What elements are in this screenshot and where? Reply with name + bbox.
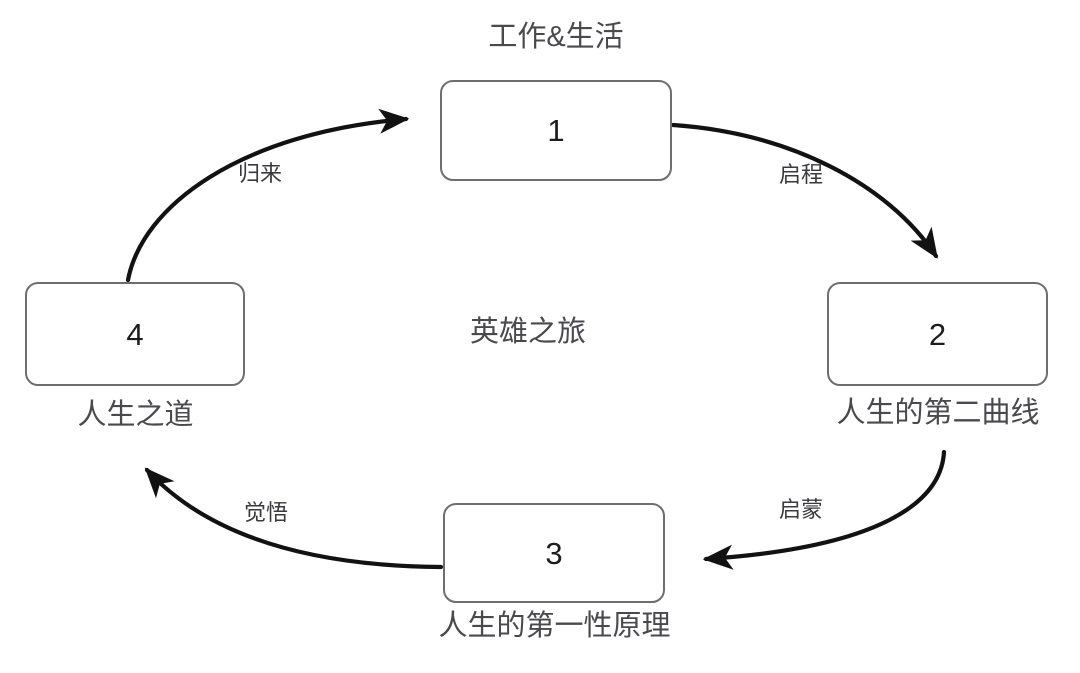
node-number-2: 2 — [928, 316, 947, 352]
node-box-1[interactable]: 1 — [440, 80, 672, 181]
node-number-1: 1 — [547, 113, 565, 148]
arrow-guilai — [125, 108, 410, 283]
arrow-qicheng — [670, 122, 939, 259]
arrow-juewu — [144, 467, 444, 570]
edge-label-qicheng: 启程 — [779, 162, 824, 187]
diagram-center-title: 英雄之旅 — [470, 316, 587, 348]
node-box-3[interactable]: 3 — [443, 503, 665, 603]
node-caption-3: 人生的第一性原理 — [438, 610, 671, 642]
node-number-4: 4 — [126, 316, 144, 352]
node-number-3: 3 — [545, 535, 563, 571]
node-caption-2: 人生的第二曲线 — [836, 397, 1040, 429]
edge-label-juewu: 觉悟 — [244, 500, 289, 525]
arrow-qimeng — [702, 449, 947, 570]
node-box-4[interactable]: 4 — [25, 282, 245, 386]
node-caption-4: 人生之道 — [77, 399, 194, 431]
edge-label-qimeng: 启蒙 — [779, 497, 824, 522]
node-box-2[interactable]: 2 — [827, 282, 1048, 386]
node-caption-1: 工作&生活 — [488, 21, 624, 53]
edge-label-guilai: 归来 — [238, 161, 283, 186]
